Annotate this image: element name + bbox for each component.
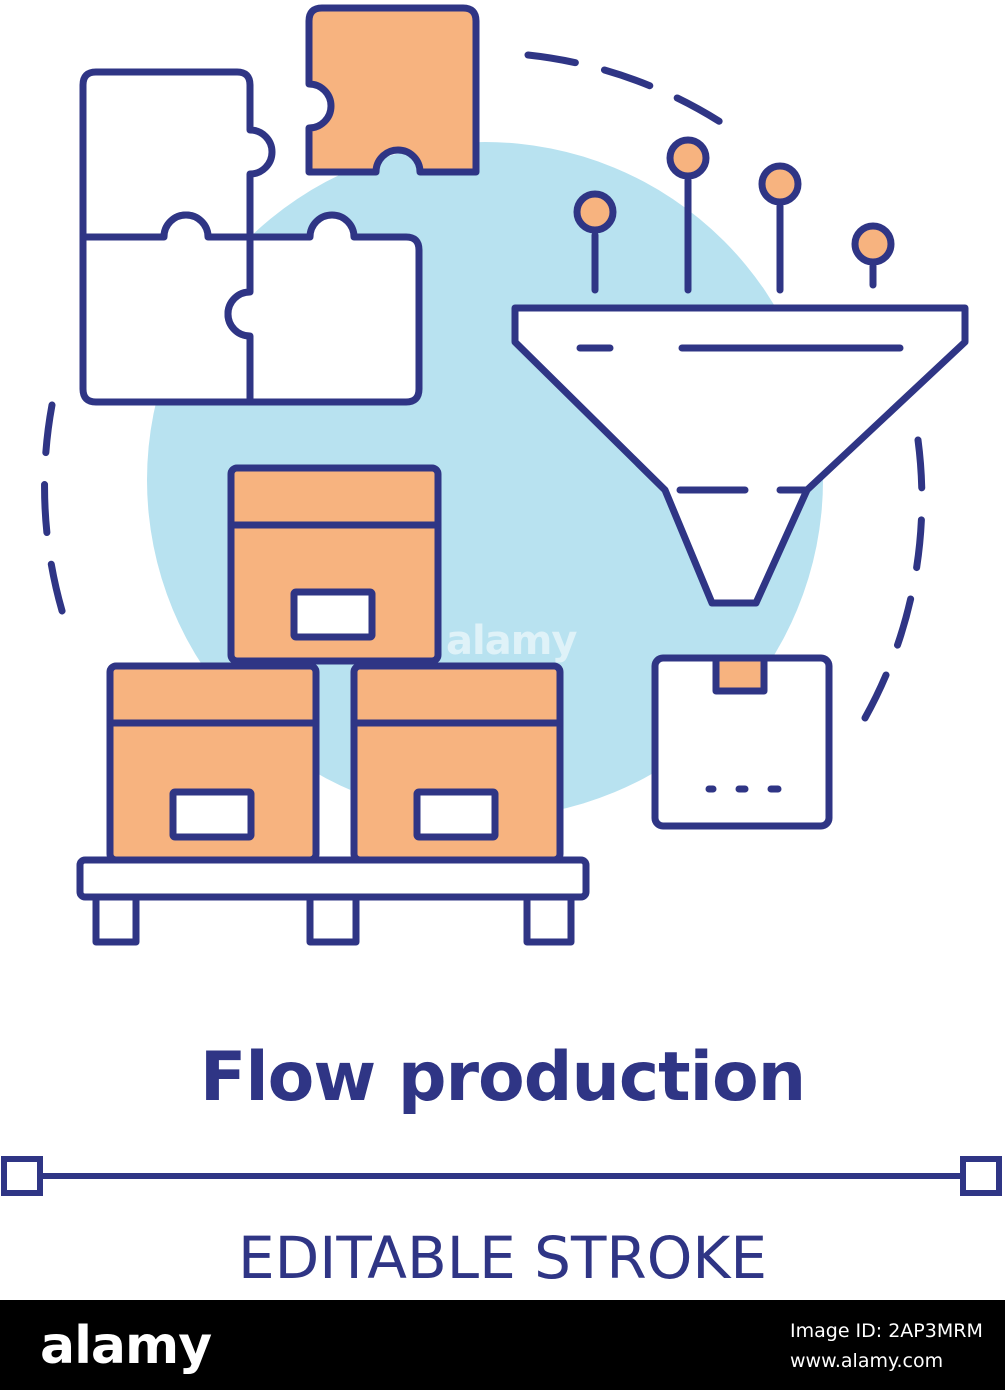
footer-brand-logo[interactable]: alamy [40,1316,212,1376]
pallet-leg [92,893,140,946]
box-bottom-right[interactable] [350,662,564,864]
dashed-ring-left [41,401,72,634]
box-bottom-left[interactable] [106,662,320,864]
pallet-leg [523,893,575,946]
puzzle-piece-top-left [79,68,276,241]
box-top-label [290,588,376,641]
funnel-node [573,190,617,234]
page-title: Flow production [199,1038,806,1117]
subtitle: EDITABLE STROKE [237,1224,768,1292]
funnel-node [758,162,802,206]
footer-image-id: Image ID: 2AP3MRM [790,1320,983,1342]
pallet-leg [306,893,360,946]
divider-handle-right[interactable] [960,1156,1002,1196]
puzzle-piece-floating[interactable] [305,4,480,176]
dashed-ring-right [861,436,926,722]
parcel-tape [712,654,768,695]
puzzle-icon [79,4,480,406]
funnel-body [511,304,969,607]
flow-production-illustration [41,4,969,946]
footer-bar: alamy Image ID: 2AP3MRM www.alamy.com [0,1300,1005,1390]
watermark: alamy [446,618,577,664]
puzzle-piece-bottom-left [79,211,254,406]
box-stack-icon [76,464,590,946]
footer-website-link[interactable]: www.alamy.com [790,1350,944,1372]
divider-handle-left[interactable] [1,1156,43,1196]
parcel-icon [651,654,833,830]
box-bottom-left-label [169,788,255,841]
divider-line [1,1156,1002,1196]
box-top[interactable] [227,464,442,665]
dashed-ring-top [524,51,729,129]
funnel-node [851,222,895,266]
funnel-icon [511,136,969,607]
puzzle-piece-bottom-right [224,211,423,406]
box-bottom-right-label [413,788,499,841]
pallet-icon [76,856,590,901]
funnel-node [666,136,710,180]
